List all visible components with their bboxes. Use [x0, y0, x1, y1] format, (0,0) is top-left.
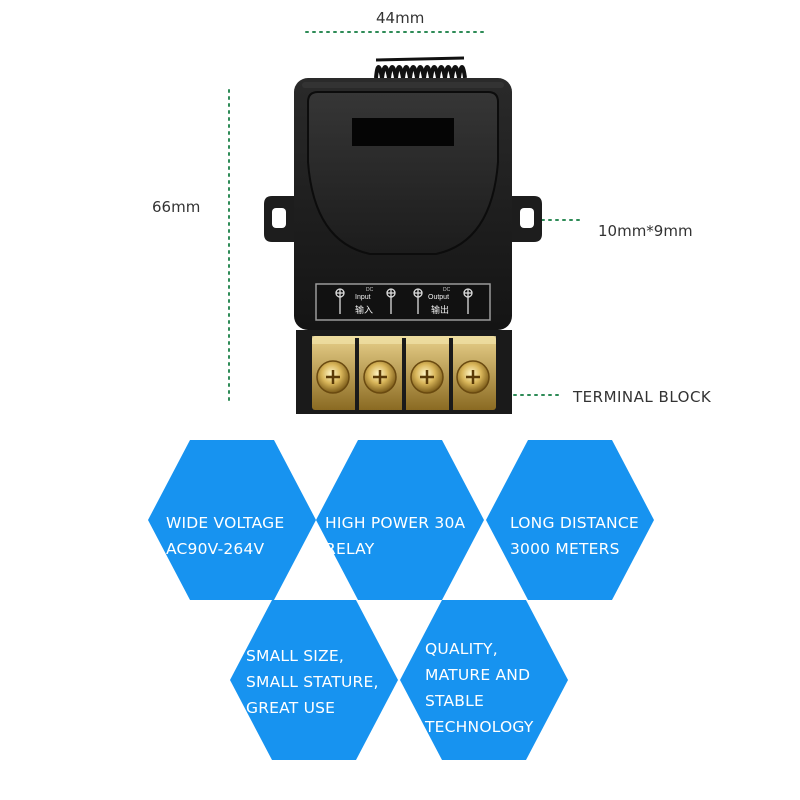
terminal-label-panel	[315, 283, 491, 321]
feature-long-distance: LONG DISTANCE 3000 METERS	[486, 440, 654, 600]
feature-line: WIDE VOLTAGE	[166, 514, 285, 532]
feature-line: TECHNOLOGY	[425, 718, 534, 736]
terminal-block-label: TERMINAL BLOCK	[573, 388, 712, 406]
input-dc-text: DC	[366, 287, 374, 293]
feature-line: RELAY	[325, 540, 375, 558]
feature-line: SMALL SIZE,	[246, 647, 344, 665]
mount-hole-label: 10mm*9mm	[598, 222, 693, 240]
terminal-symbol-icon	[335, 288, 473, 314]
width-dimension-label: 44mm	[376, 9, 425, 27]
output-dc-text: DC	[443, 287, 451, 293]
feature-line: QUALITY,	[425, 640, 498, 658]
relay-module-illustration: DC Input 输入 DC Output 输出	[228, 31, 583, 414]
feature-line: SMALL STATURE,	[246, 673, 379, 691]
input-label: Input	[355, 294, 371, 301]
height-dimension-label: 66mm	[152, 198, 201, 216]
feature-line: LONG DISTANCE	[510, 514, 639, 532]
feature-line: STABLE	[425, 692, 484, 710]
feature-wide-voltage: WIDE VOLTAGE AC90V-264V	[148, 440, 316, 600]
relay-lid	[307, 91, 499, 255]
terminal-block	[296, 330, 512, 414]
feature-line: HIGH POWER 30A	[325, 514, 466, 532]
status-window	[352, 118, 454, 146]
feature-line: AC90V-264V	[166, 540, 265, 558]
feature-high-power: HIGH POWER 30A RELAY	[316, 440, 484, 600]
feature-line: GREAT USE	[246, 699, 336, 717]
input-cn-label: 输入	[355, 304, 373, 316]
output-cn-label: 输出	[431, 304, 449, 316]
output-label: Output	[428, 294, 449, 301]
feature-line: 3000 METERS	[510, 540, 620, 558]
feature-quality: QUALITY, MATURE AND STABLE TECHNOLOGY	[400, 600, 568, 760]
feature-line: MATURE AND	[425, 666, 531, 684]
antenna-coil	[374, 56, 467, 79]
feature-small-size: SMALL SIZE, SMALL STATURE, GREAT USE	[230, 600, 398, 760]
